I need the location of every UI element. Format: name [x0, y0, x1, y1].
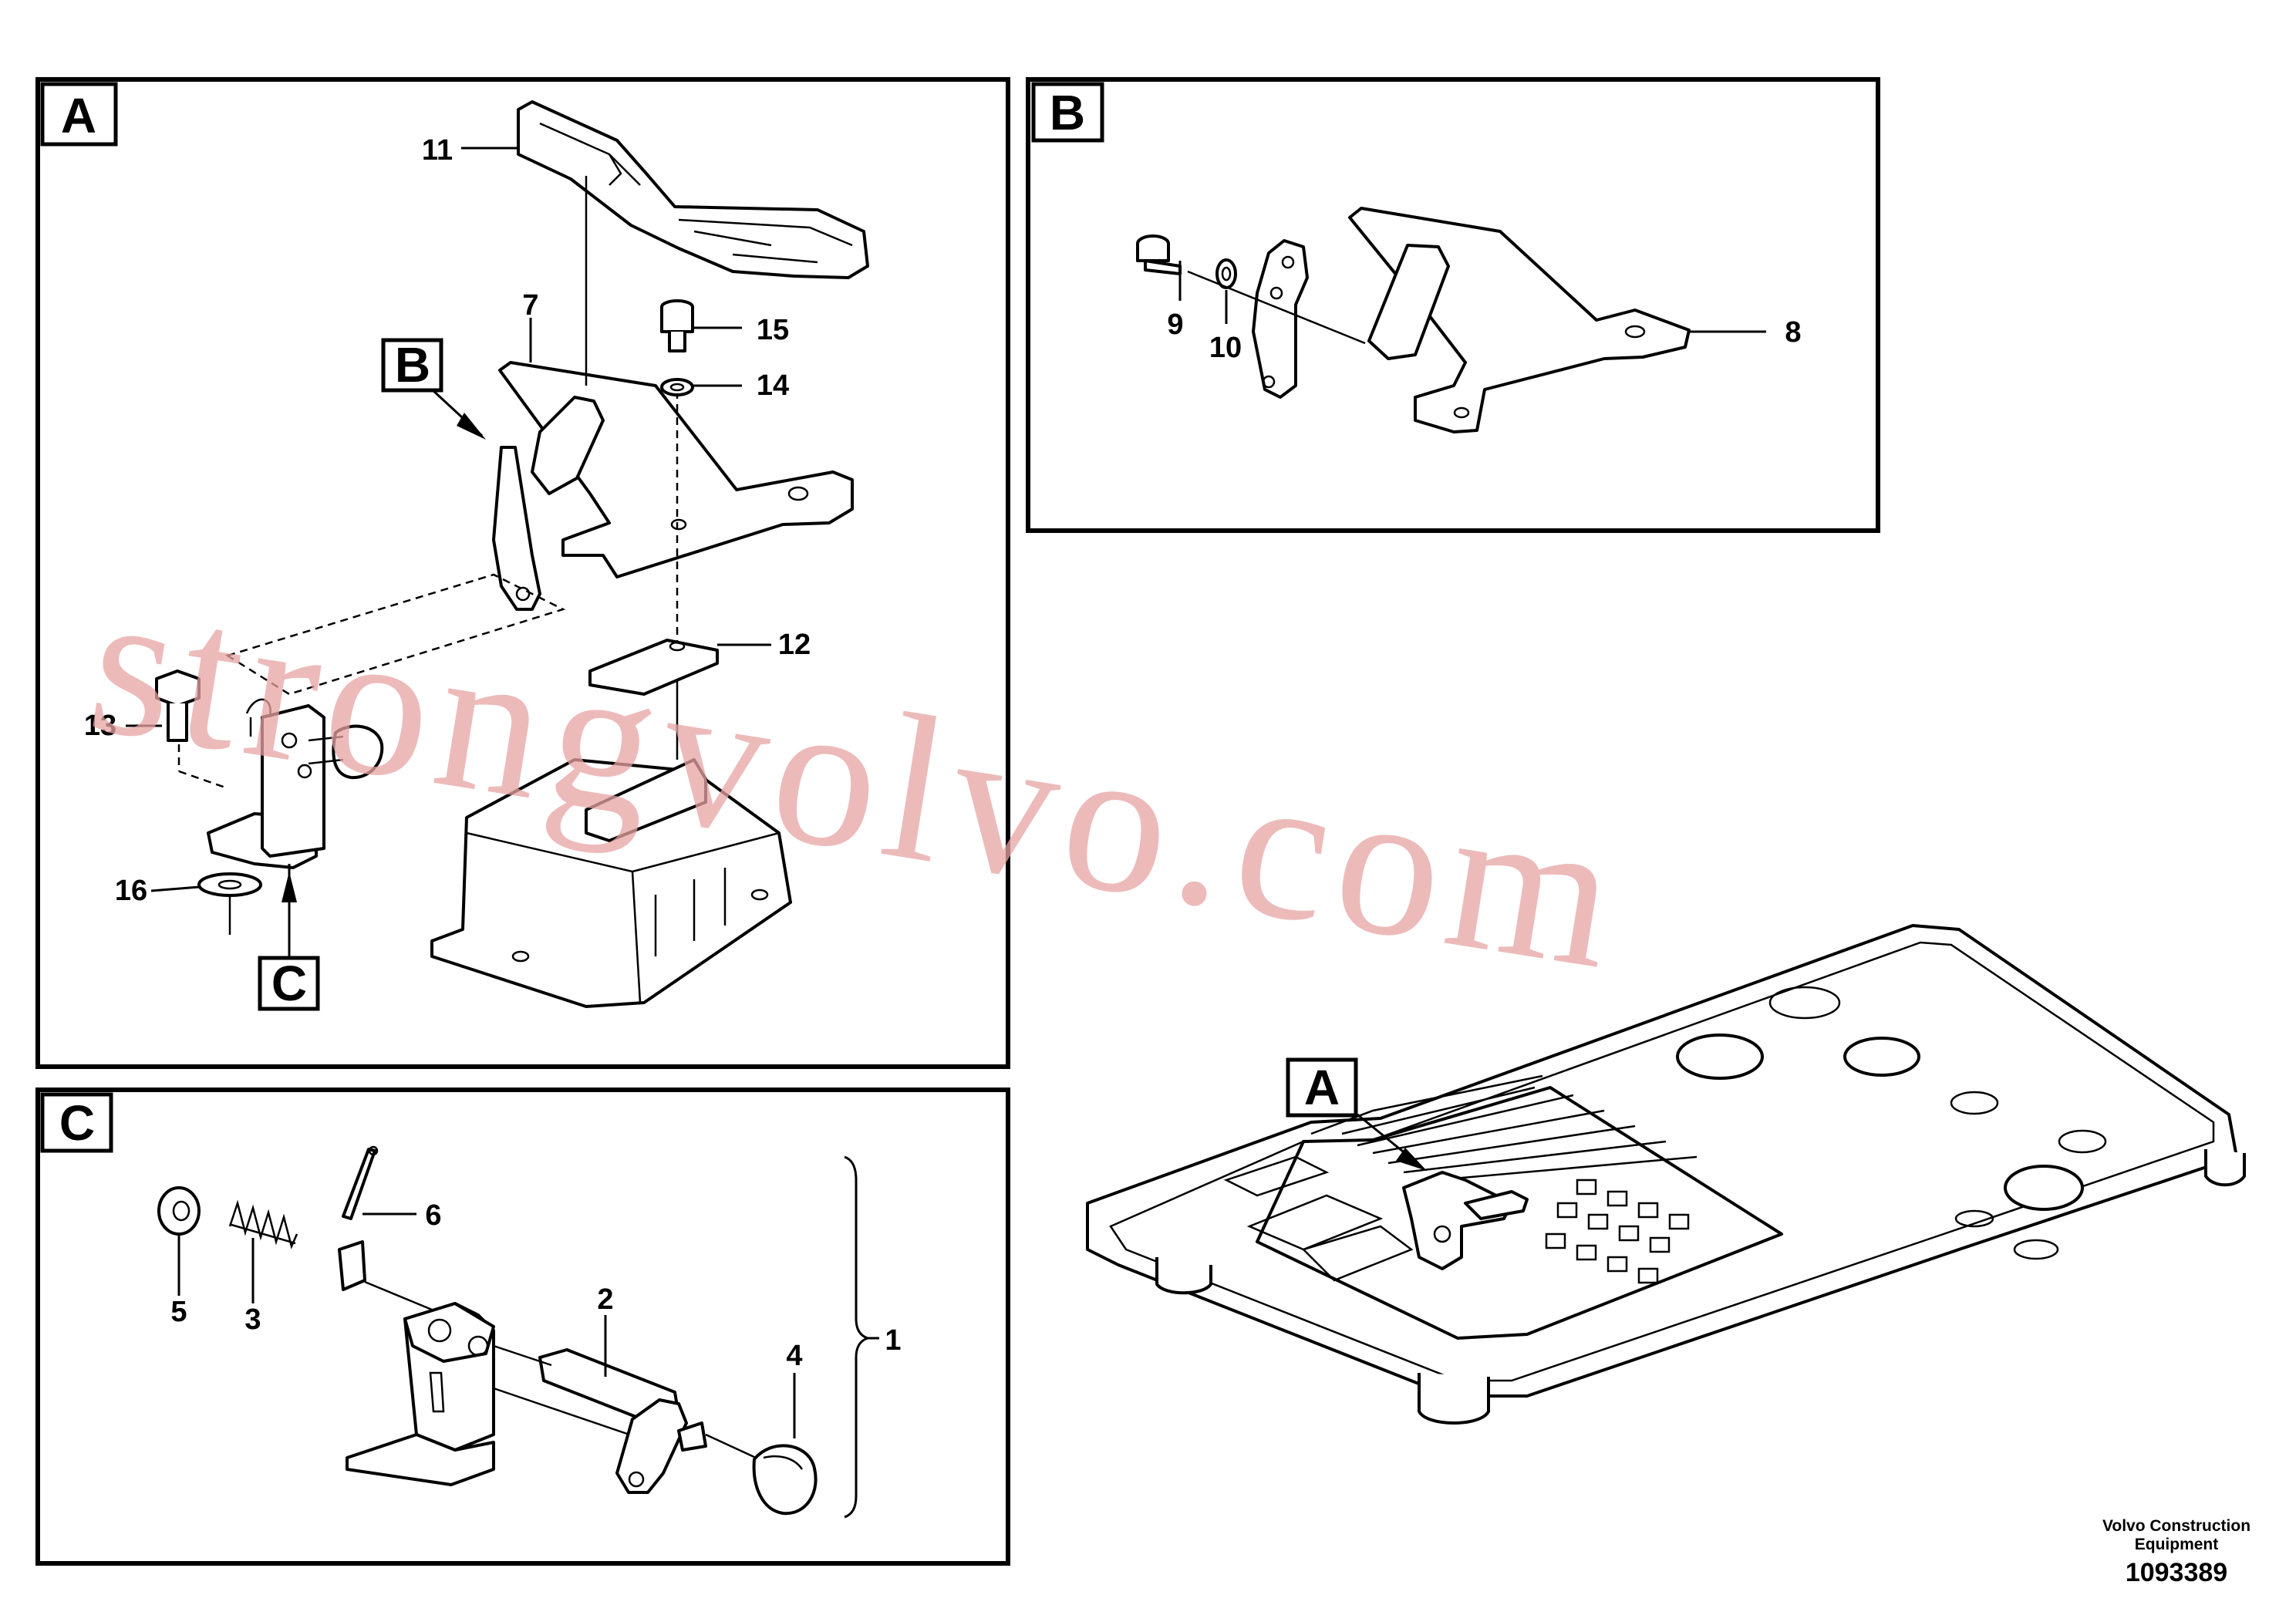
spring-3-part	[228, 1199, 298, 1249]
callout-15: 15	[757, 314, 789, 346]
screw-9-part	[1136, 234, 1182, 275]
panel-a-frame	[35, 77, 1010, 1069]
ref-b-tag	[381, 338, 443, 393]
pin-6-part	[338, 1240, 366, 1291]
callout-9: 9	[1167, 309, 1183, 341]
callout-4: 4	[786, 1340, 802, 1372]
panel-c-tag	[40, 1092, 113, 1153]
overview-a-label: A	[1304, 1060, 1340, 1115]
assembly-brace	[844, 1155, 872, 1519]
bolt-13-part	[155, 669, 201, 742]
handle-link-part	[615, 1398, 707, 1494]
callout-7: 7	[522, 289, 538, 322]
lock-lever-part	[207, 698, 384, 869]
ref-c-label: C	[271, 956, 307, 1011]
washer-14-part	[660, 378, 694, 396]
panel-a-label: A	[61, 88, 96, 143]
callout-12: 12	[778, 629, 811, 661]
callout-14: 14	[757, 369, 789, 402]
screw-15-part	[660, 299, 694, 352]
callout-13: 13	[84, 710, 116, 742]
panel-b-tag	[1031, 82, 1104, 143]
panel-b: B 9 10 8	[1026, 77, 1880, 533]
callout-8: 8	[1785, 316, 1801, 349]
panel-a: A	[35, 77, 1010, 1069]
callout-6: 6	[425, 1199, 441, 1232]
lever-body-part	[346, 1302, 495, 1486]
ref-c-tag	[258, 956, 320, 1011]
overview-a-tag	[1286, 1057, 1358, 1118]
footer-company-line1: Volvo Construction	[2102, 1517, 2250, 1535]
callout-16: 16	[115, 875, 147, 907]
panel-c-label: C	[59, 1095, 95, 1151]
cab-floor-overview: A	[1086, 924, 2246, 1425]
callout-1: 1	[885, 1324, 901, 1357]
panel-c: C	[35, 1088, 1010, 1566]
washer-5-part	[157, 1186, 201, 1236]
ref-b-label: B	[395, 337, 430, 393]
footer-drawing-number: 1093389	[2126, 1558, 2227, 1587]
callout-5: 5	[170, 1296, 187, 1328]
dashed-plane	[225, 573, 566, 696]
callout-2: 2	[597, 1283, 613, 1316]
washer-16-part	[197, 872, 262, 897]
valve-base-part	[430, 758, 792, 1008]
panel-b-frame	[1026, 77, 1880, 533]
pedal-bracket-part	[492, 361, 854, 611]
bracket-8-part	[1348, 207, 1691, 433]
panel-b-label: B	[1050, 85, 1085, 140]
bracket-plate-part	[1252, 239, 1309, 399]
footer-company-line2: Equipment	[2135, 1536, 2219, 1553]
callout-11: 11	[422, 134, 453, 167]
knob-4-part	[752, 1444, 818, 1516]
shim-12-part	[588, 639, 719, 696]
panel-a-tag	[40, 82, 118, 147]
callout-10: 10	[1209, 332, 1242, 364]
panel-c-frame	[35, 1088, 1010, 1566]
pedal-part	[517, 100, 869, 279]
callout-3: 3	[244, 1303, 261, 1336]
watermark-text: strongvolvo.com	[76, 545, 1638, 1014]
